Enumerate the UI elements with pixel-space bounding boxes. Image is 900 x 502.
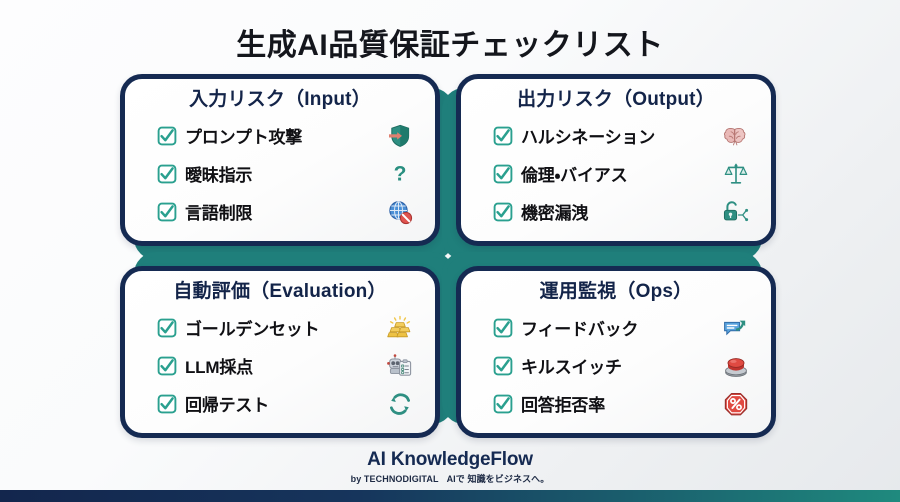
brand-tagline: by TECHNODIGITAL AIで 知識をビジネスへ。	[0, 472, 900, 485]
list-item[interactable]: ハルシネーション	[493, 120, 751, 152]
checked-checkbox-icon[interactable]	[493, 394, 513, 414]
card-title: 入力リスク（Input）	[189, 89, 371, 110]
checked-checkbox-icon[interactable]	[157, 356, 177, 376]
list-item[interactable]: フィードバック	[493, 312, 751, 344]
list-item[interactable]: 回答拒否率	[493, 388, 751, 420]
card-item-list: ゴールデンセット	[139, 309, 421, 423]
list-item-label: LLM採点	[185, 358, 253, 378]
card-input-risk[interactable]: 入力リスク（Input） プロンプト攻撃	[120, 74, 440, 246]
card-slot-output-risk: 出力リスク（Output） ハルシネーション	[442, 74, 776, 260]
list-item[interactable]: 言語制限	[157, 196, 415, 228]
card-item-list: フィードバック	[475, 309, 757, 423]
refresh-cycle-icon	[385, 390, 415, 418]
checked-checkbox-icon[interactable]	[157, 318, 177, 338]
list-item[interactable]: 曖昧指示 ?	[157, 158, 415, 190]
list-item-label: 回帰テスト	[185, 396, 269, 416]
list-item[interactable]: LLM採点	[157, 350, 415, 382]
bottom-accent-bar	[0, 490, 900, 502]
list-item-label: 倫理・バイアス	[521, 166, 628, 186]
checked-checkbox-icon[interactable]	[157, 126, 177, 146]
list-item-label: 言語制限	[185, 204, 253, 224]
card-slot-ops-monitoring: 運用監視（Ops） フィードバック	[442, 252, 776, 438]
checked-checkbox-icon[interactable]	[493, 126, 513, 146]
list-item-label: 機密漏洩	[521, 204, 589, 224]
globe-prohibited-icon	[385, 198, 415, 226]
card-item-list: プロンプト攻撃	[139, 117, 421, 231]
feedback-arrow-icon	[721, 314, 751, 342]
card-title: 出力リスク（Output）	[517, 89, 715, 110]
list-item[interactable]: 回帰テスト	[157, 388, 415, 420]
scales-icon	[721, 160, 751, 188]
card-auto-evaluation[interactable]: 自動評価（Evaluation） ゴールデンセット	[120, 266, 440, 438]
list-item[interactable]: プロンプト攻撃	[157, 120, 415, 152]
percent-octagon-icon	[721, 390, 751, 418]
question-mark-icon: ?	[385, 160, 415, 188]
list-item-label: プロンプト攻撃	[185, 128, 303, 148]
red-button-icon	[721, 352, 751, 380]
checked-checkbox-icon[interactable]	[157, 202, 177, 222]
checklist-grid: 入力リスク（Input） プロンプト攻撃	[120, 74, 792, 446]
svg-text:?: ?	[394, 162, 407, 185]
checked-checkbox-icon[interactable]	[157, 164, 177, 184]
card-slot-input-risk: 入力リスク（Input） プロンプト攻撃	[120, 74, 454, 260]
list-item[interactable]: ゴールデンセット	[157, 312, 415, 344]
checked-checkbox-icon[interactable]	[493, 202, 513, 222]
card-item-list: ハルシネーション	[475, 117, 757, 231]
tagline-left: by TECHNODIGITAL	[350, 474, 439, 484]
card-title: 自動評価（Evaluation）	[173, 281, 387, 302]
list-item-label: 回答拒否率	[521, 396, 605, 416]
list-item[interactable]: 機密漏洩	[493, 196, 751, 228]
list-item-label: 曖昧指示	[185, 166, 253, 186]
list-item-label: フィードバック	[521, 320, 639, 340]
list-item-label: キルスイッチ	[521, 358, 622, 378]
checked-checkbox-icon[interactable]	[493, 356, 513, 376]
brain-icon	[721, 122, 751, 150]
robot-clipboard-icon	[385, 352, 415, 380]
checked-checkbox-icon[interactable]	[493, 318, 513, 338]
gold-bars-icon	[385, 314, 415, 342]
list-item[interactable]: 倫理・バイアス	[493, 158, 751, 190]
footer: AI KnowledgeFlow by TECHNODIGITAL AIで 知識を…	[0, 449, 900, 485]
checked-checkbox-icon[interactable]	[157, 394, 177, 414]
page-title: 生成AI品質保証チェックリスト	[236, 29, 664, 62]
shield-arrow-icon	[385, 122, 415, 150]
card-title: 運用監視（Ops）	[539, 281, 693, 302]
tagline-right: AIで 知識をビジネスへ。	[446, 474, 550, 484]
list-item[interactable]: キルスイッチ	[493, 350, 751, 382]
unlocked-padlock-icon	[721, 198, 751, 226]
card-output-risk[interactable]: 出力リスク（Output） ハルシネーション	[456, 74, 776, 246]
list-item-label: ゴールデンセット	[185, 320, 320, 340]
list-item-label: ハルシネーション	[521, 128, 656, 148]
card-slot-auto-evaluation: 自動評価（Evaluation） ゴールデンセット	[120, 252, 454, 438]
brand-name: AI KnowledgeFlow	[367, 449, 533, 471]
checked-checkbox-icon[interactable]	[493, 164, 513, 184]
card-ops-monitoring[interactable]: 運用監視（Ops） フィードバック	[456, 266, 776, 438]
